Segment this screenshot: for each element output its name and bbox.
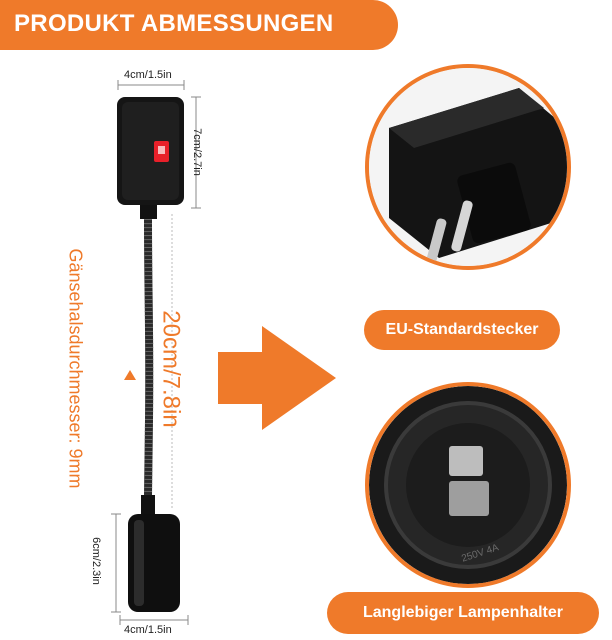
title-banner: PRODUKT ABMESSUNGEN xyxy=(0,0,398,50)
holder-contact-top xyxy=(449,446,483,476)
label-holder-height: 6cm/2.3in xyxy=(89,537,102,585)
label-switch-width: 4cm/1.5in xyxy=(124,69,172,81)
holder-contact-bottom xyxy=(449,481,489,516)
gooseneck-hose xyxy=(144,218,154,496)
label-gooseneck-diameter: Gänsehalsdurchmesser: 9mm xyxy=(65,248,86,489)
feature-pill-plug: EU-Standardstecker xyxy=(364,310,560,350)
marker-arrow xyxy=(124,370,136,380)
label-gooseneck-length: 20cm/7.8in xyxy=(157,310,185,428)
plug-pin-left xyxy=(425,218,447,266)
banner-title: PRODUKT ABMESSUNGEN xyxy=(14,10,334,37)
label-switch-height: 7cm/2.7in xyxy=(190,128,203,176)
big-arrow xyxy=(218,326,336,430)
plug-closeup xyxy=(365,64,571,270)
plug-pin-right xyxy=(451,200,473,252)
feature-pill-holder: Langlebiger Lampenhalter xyxy=(327,592,599,634)
holder-closeup: 250V 4A xyxy=(365,382,571,588)
label-holder-width: 4cm/1.5in xyxy=(124,624,172,636)
